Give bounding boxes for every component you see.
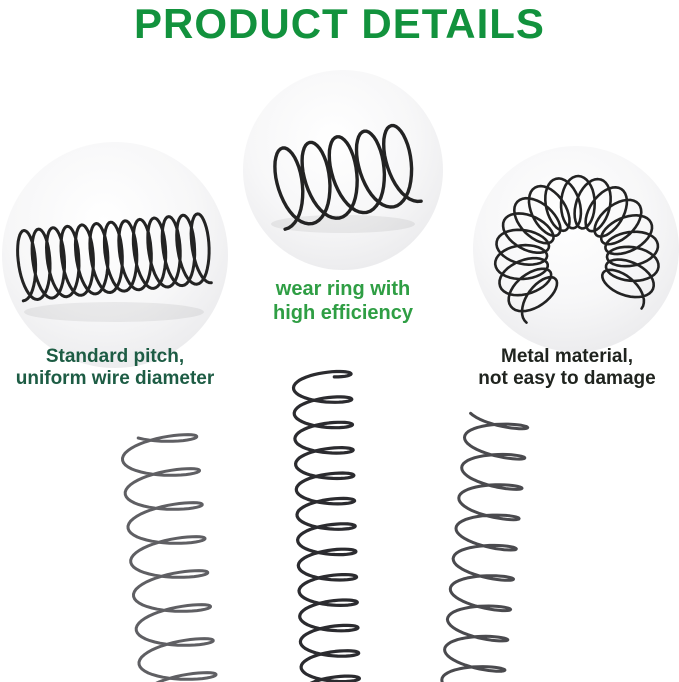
springs-row-image <box>121 369 530 682</box>
feature-photo-wear-ring <box>243 70 443 270</box>
caption-line-1: wear ring with <box>275 278 411 300</box>
caption-wear-ring: wear ring with high efficiency <box>240 278 446 325</box>
horizontal-spring-photo <box>16 212 213 322</box>
bent-spring-photo <box>493 174 660 324</box>
caption-metal-material: Metal material, not easy to damage <box>452 346 679 391</box>
caption-line-2: not easy to damage <box>478 368 656 390</box>
feature-photo-standard-pitch <box>2 142 228 368</box>
caption-line-2: high efficiency <box>272 301 414 324</box>
caption-standard-pitch: Standard pitch, uniform wire diameter <box>0 346 240 391</box>
caption-line-2: uniform wire diameter <box>15 368 215 390</box>
feature-photo-metal-material <box>473 146 679 352</box>
tilted-spring-photo <box>271 123 423 233</box>
caption-line-1: Standard pitch, <box>45 346 185 367</box>
page-title: PRODUCT DETAILS <box>134 0 545 47</box>
caption-line-1: Metal material, <box>501 346 633 367</box>
